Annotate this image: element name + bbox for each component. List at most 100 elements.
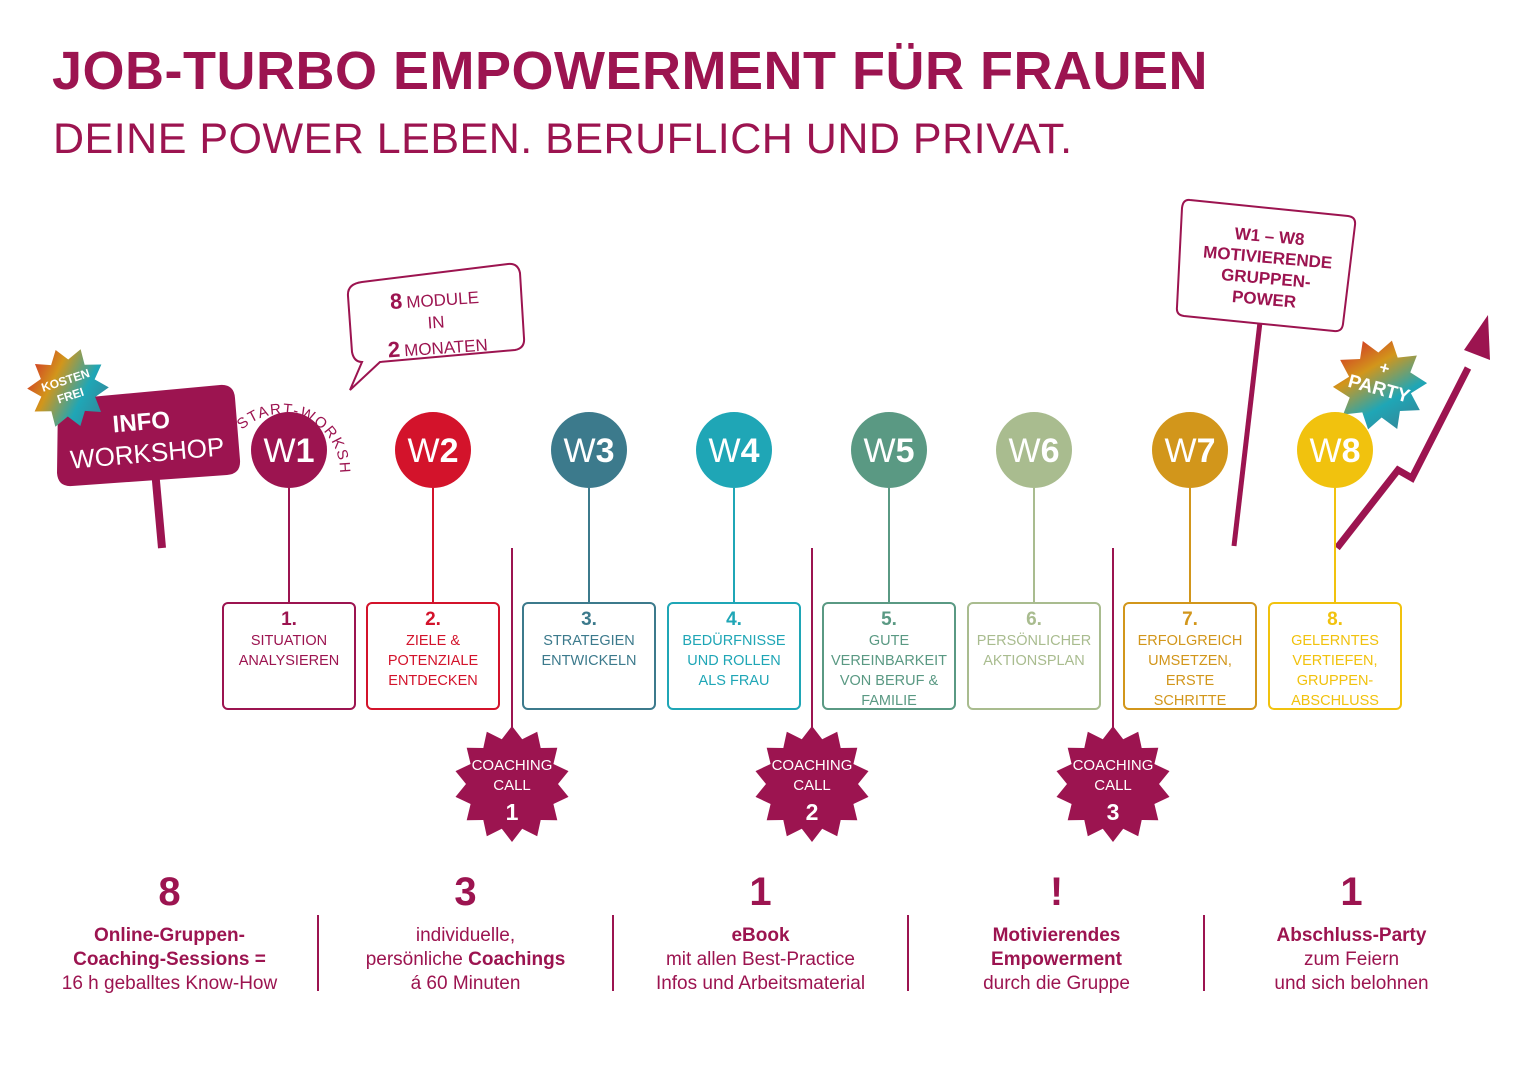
stat-ebook: 1 eBook mit allen Best-Practice Infos un… — [613, 868, 908, 995]
coaching-call-number: 1 — [506, 799, 519, 825]
week-label: W3 — [563, 432, 614, 470]
week-label-n: 5 — [896, 432, 915, 470]
week-topic-line: ZIELE & — [406, 633, 460, 649]
week-topic-line: ANALYSIEREN — [239, 653, 339, 669]
week-topic-line: ERFOLGREICH — [1138, 633, 1243, 649]
stat-party: 1 Abschluss-Party zum Feiern und sich be… — [1204, 868, 1499, 995]
week-label-w: W — [708, 432, 740, 470]
stat-ebook-line3: Infos und Arbeitsmaterial — [655, 972, 866, 994]
week-label-w: W — [1309, 432, 1341, 470]
stat-divider — [612, 915, 614, 991]
stat-sessions-number: 8 — [158, 870, 181, 914]
growth-arrow-line — [1334, 366, 1472, 551]
stat-coachings-line2-bold: Coachings — [468, 948, 566, 970]
stat-coachings-number: 3 — [454, 870, 477, 914]
coaching-call-line1: COACHING — [772, 757, 853, 774]
stat-coachings-line1: individuelle, — [415, 925, 516, 946]
week-topic-box — [366, 602, 500, 710]
week-topic-line: ENTDECKEN — [388, 673, 477, 689]
stat-party-number: 1 — [1340, 870, 1363, 914]
week-module-1: W1 1. SITUATION ANALYSIEREN — [222, 412, 356, 710]
week-topic-line: GELERNTES — [1291, 633, 1379, 649]
modules-bubble — [346, 262, 526, 391]
week-label-w: W — [863, 432, 895, 470]
coaching-call-line2: CALL — [793, 777, 831, 794]
week-topic-number: 7. — [1182, 609, 1198, 630]
week-topic-box — [667, 602, 801, 710]
stat-party-line1: Abschluss-Party — [1276, 925, 1427, 946]
week-module-2: W2 2. ZIELE & POTENZIALE ENTDECKEN — [366, 412, 500, 710]
week-topic-line: FAMILIE — [861, 693, 917, 709]
week-topic-line: ENTWICKELN — [541, 653, 636, 669]
week-topic-number: 6. — [1026, 609, 1042, 630]
week-topic-line: POTENZIALE — [388, 653, 479, 669]
stat-coachings: 3 individuelle, persönliche Coachings á … — [318, 868, 613, 995]
week-module-5: W5 5. GUTE VEREINBARKEIT VON BERUF & FAMILIE — [822, 412, 956, 710]
week-topic-line: VEREINBARKEIT — [831, 653, 947, 669]
coaching-call-line1: COACHING — [472, 757, 553, 774]
page-title: JOB-TURBO EMPOWERMENT FÜR FRAUEN — [52, 41, 1208, 101]
week-topic-line: SITUATION — [251, 633, 327, 649]
week-topic-line: UMSETZEN, — [1148, 653, 1232, 669]
week-topic-number: 1. — [281, 609, 297, 630]
coaching-call-line1: COACHING — [1073, 757, 1154, 774]
stat-empowerment: ! Motivierendes Empowerment durch die Gr… — [909, 868, 1204, 995]
stat-empowerment-number: ! — [1049, 870, 1064, 914]
week-topic-number: 2. — [425, 609, 441, 630]
week-label-w: W — [1008, 432, 1040, 470]
growth-arrowhead — [1464, 315, 1490, 360]
week-topic-line: GUTE — [869, 633, 910, 649]
stat-party-line3: und sich belohnen — [1274, 972, 1429, 994]
party-badge: + PARTY — [1332, 340, 1428, 430]
week-label: W2 — [407, 432, 458, 470]
week-topic-line: ERSTE — [1166, 673, 1215, 689]
week-label-n: 2 — [440, 432, 459, 470]
stat-ebook-number: 1 — [749, 870, 772, 914]
coaching-call-line2: CALL — [1094, 777, 1132, 794]
week-topic-number: 8. — [1327, 609, 1343, 630]
week-topic-number: 4. — [726, 609, 742, 630]
stat-coachings-line2-pre: persönliche — [365, 948, 469, 970]
week-topic-box — [1268, 602, 1402, 710]
coaching-call-star — [455, 726, 569, 842]
week-label-w: W — [1164, 432, 1196, 470]
stat-divider — [1203, 915, 1205, 991]
week-topic-number: 5. — [881, 609, 897, 630]
week-label-n: 6 — [1041, 432, 1060, 470]
stat-empowerment-line3: durch die Gruppe — [983, 972, 1130, 994]
coaching-call-star — [1056, 726, 1170, 842]
week-label: W5 — [863, 432, 914, 470]
week-label: W4 — [708, 432, 759, 470]
coaching-call-number: 2 — [806, 799, 819, 825]
info-sign-line1: INFO — [112, 407, 171, 439]
week-topic-box — [1123, 602, 1257, 710]
week-label-w: W — [407, 432, 439, 470]
week-circle — [851, 412, 927, 488]
stat-ebook-line2: mit allen Best-Practice — [665, 948, 855, 970]
stat-sessions-line2: Coaching-Sessions = — [73, 948, 266, 970]
week-topic-line: UND ROLLEN — [687, 653, 780, 669]
week-circle — [251, 412, 327, 488]
week-topic-line: VON BERUF & — [840, 673, 939, 689]
week-label-n: 7 — [1197, 432, 1216, 470]
stat-sessions-line1: Online-Gruppen- — [94, 925, 245, 946]
week-label-w: W — [263, 432, 295, 470]
week-circle — [1297, 412, 1373, 488]
stat-divider — [907, 915, 909, 991]
stat-sessions: 8 Online-Gruppen- Coaching-Sessions = 16… — [22, 868, 317, 995]
svg-text:IN: IN — [427, 312, 445, 332]
week-label-n: 1 — [296, 432, 315, 470]
page-subtitle: DEINE POWER LEBEN. BERUFLICH UND PRIVAT. — [53, 115, 1073, 163]
week-topic-line: SCHRITTE — [1154, 693, 1227, 709]
stat-ebook-line1: eBook — [731, 925, 790, 946]
